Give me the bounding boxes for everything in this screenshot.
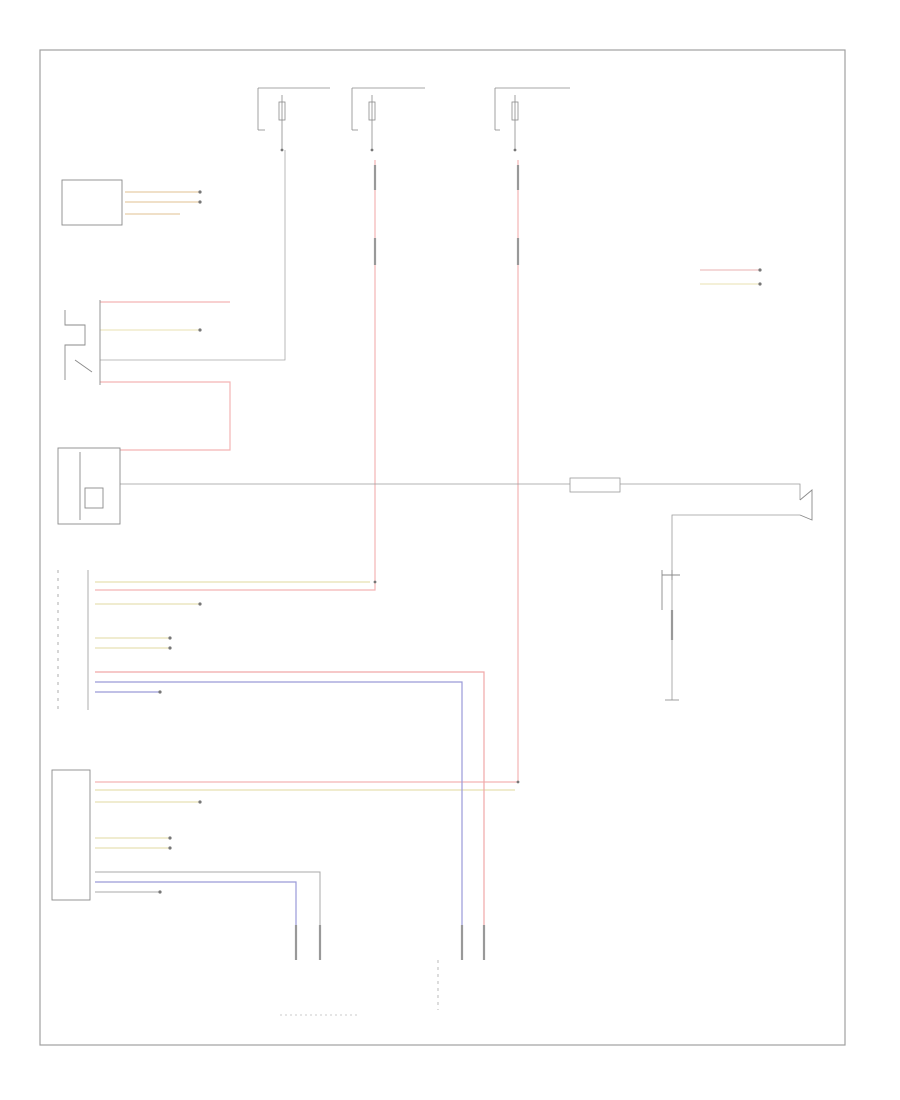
wire-red-switch-loop: [100, 381, 231, 451]
wire-gray-fuse1: [100, 150, 286, 361]
fuse-box-3: [494, 87, 570, 150]
wire-red-front-long: [95, 671, 485, 960]
right-lower-component: [661, 570, 680, 610]
rear-module-box: [51, 769, 91, 901]
wire-main-return: [671, 514, 800, 700]
fuse-box-2: [351, 87, 425, 150]
seat-switch: [64, 300, 101, 385]
inline-connector-marks: [294, 165, 674, 960]
wire-stubs-front-extra: [95, 603, 200, 649]
fuse-box-1: [257, 87, 330, 150]
belt-switch-module: [57, 447, 121, 525]
wire-gray-rear-long: [95, 871, 321, 960]
wire-blue-rear-long: [95, 881, 297, 960]
diagram-frame: [39, 49, 846, 1046]
wire-stubs-rear-extra: [95, 801, 200, 849]
right-switch: [799, 489, 813, 521]
wire-red-fuse2: [95, 160, 376, 591]
wire-stubs-top-left: [125, 191, 200, 215]
wire-red-fuse3: [95, 160, 519, 783]
left-module-top: [61, 179, 123, 226]
connector-dots: [158, 148, 762, 894]
inline-resistor: [569, 477, 621, 493]
wire-main-horizontal: [120, 483, 801, 500]
wire-blue-front-long: [95, 681, 463, 960]
